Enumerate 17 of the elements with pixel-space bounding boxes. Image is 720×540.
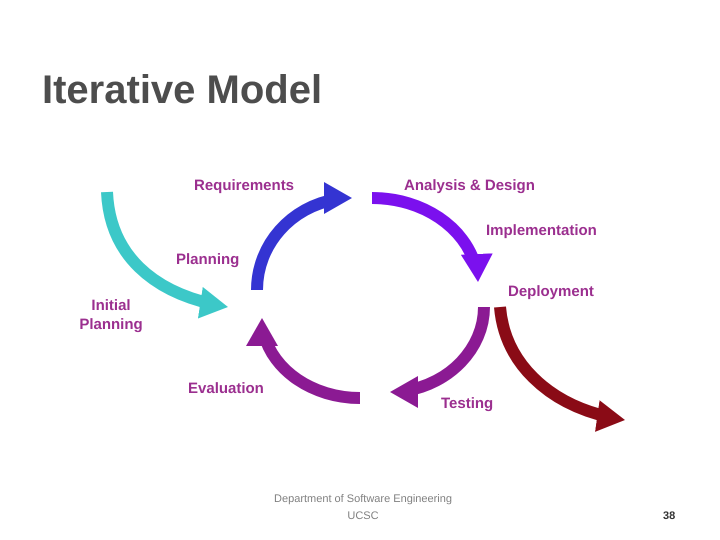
footer-text: Department of Software Engineering UCSC [273,492,453,524]
stage-label: Requirements [194,177,294,195]
stage-label: Deployment [508,283,594,301]
slide-title: Iterative Model [42,70,322,110]
curved-arrow [248,318,360,404]
stage-label: Implementation [486,222,597,240]
curved-arrow [101,191,230,318]
curved-arrow [251,184,352,290]
stage-label: Analysis & Design [404,177,535,195]
edge-label: Initial Planning [78,296,144,334]
stage-label: Evaluation [188,380,264,398]
stage-label: Planning [176,251,240,269]
curved-arrow [494,306,626,431]
curved-arrow [372,192,490,283]
page-number: 38 [663,509,676,523]
curved-arrow [390,306,490,406]
stage-label: Testing [441,395,494,413]
